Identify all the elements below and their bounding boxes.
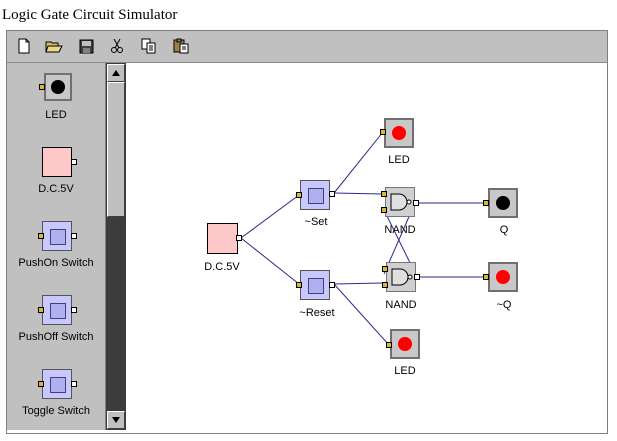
palette-item-label: PushOn Switch (18, 257, 94, 269)
toolbar (7, 31, 607, 63)
power-source-icon (207, 223, 238, 254)
input-pin[interactable] (386, 342, 392, 348)
led-off-indicator (51, 80, 65, 94)
switch-icon (300, 270, 330, 300)
save-icon (79, 39, 93, 53)
window-title: Logic Gate Circuit Simulator (2, 7, 178, 23)
output-pin (71, 381, 77, 387)
dc-label: D.C.5V (204, 261, 240, 273)
output-pin[interactable] (236, 235, 242, 241)
open-icon (45, 41, 63, 53)
palette-item-toggle-switch[interactable]: Toggle Switch (7, 367, 105, 427)
led-on-indicator (398, 337, 412, 351)
nand-gate-icon (386, 262, 416, 292)
cut-icon (111, 38, 123, 53)
palette-item-label: LED (45, 109, 67, 121)
power-source-icon (42, 147, 72, 177)
input-pin[interactable] (382, 282, 388, 288)
switch-button (308, 278, 324, 294)
palette-scrollbar[interactable] (106, 63, 126, 430)
switch-icon (42, 221, 72, 251)
new-icon (18, 38, 30, 54)
output-pin[interactable] (414, 274, 420, 280)
switch-button (50, 303, 66, 319)
led-off-indicator (496, 196, 510, 210)
palette-item-label: D.C.5V (38, 183, 74, 195)
input-pin (39, 84, 45, 90)
led-icon (488, 262, 518, 292)
new-button[interactable] (15, 37, 33, 55)
arrow-down-icon (112, 417, 120, 423)
nand-gate-icon (385, 187, 415, 217)
reset-label: ~Reset (299, 307, 335, 319)
led-icon (44, 73, 72, 101)
led-icon (384, 118, 414, 148)
q-label: Q (499, 224, 509, 236)
set-label: ~Set (304, 216, 328, 228)
wire (333, 192, 385, 195)
input-pin[interactable] (381, 207, 387, 213)
input-pin[interactable] (382, 266, 388, 272)
circuit-canvas[interactable]: D.C.5V ~Set ~Reset LED (127, 63, 607, 430)
input-pin (38, 381, 44, 387)
switch-icon (42, 295, 72, 325)
palette-item-led[interactable]: LED (7, 71, 105, 131)
output-pin (71, 307, 77, 313)
wire (333, 283, 390, 346)
component-palette: LED D.C.5V PushOn Switch PushOff Switch … (7, 63, 106, 430)
wire (240, 237, 300, 285)
switch-icon (300, 180, 330, 210)
switch-button (308, 188, 324, 204)
switch-icon (42, 369, 72, 399)
output-pin[interactable] (329, 282, 335, 288)
wire (240, 194, 300, 239)
save-button[interactable] (77, 37, 95, 55)
led-icon (488, 188, 518, 218)
input-pin[interactable] (483, 274, 489, 280)
wire (333, 282, 385, 285)
nand-top-label: NAND (384, 224, 416, 236)
arrow-up-icon (112, 70, 120, 76)
nand-symbol-icon (390, 193, 412, 211)
not-q-label: ~Q (496, 299, 512, 311)
input-pin[interactable] (296, 282, 302, 288)
input-pin (38, 307, 44, 313)
input-pin (38, 233, 44, 239)
output-pin[interactable] (329, 191, 335, 197)
input-pin[interactable] (483, 200, 489, 206)
wire-layer (240, 131, 484, 346)
palette-item-dc5v[interactable]: D.C.5V (7, 145, 105, 205)
led-icon (390, 329, 420, 359)
input-pin[interactable] (380, 129, 386, 135)
open-button[interactable] (45, 37, 63, 55)
palette-item-pushon-switch[interactable]: PushOn Switch (7, 219, 105, 279)
copy-button[interactable] (140, 37, 158, 55)
scroll-up-button[interactable] (107, 64, 125, 82)
palette-item-label: PushOff Switch (18, 331, 94, 343)
paste-button[interactable] (172, 37, 190, 55)
copy-icon (141, 38, 156, 54)
wire (333, 131, 384, 194)
nand-symbol-icon (391, 268, 413, 286)
led-top-label: LED (388, 154, 410, 166)
output-pin (71, 233, 77, 239)
output-pin (71, 159, 77, 165)
input-pin[interactable] (296, 192, 302, 198)
led-on-indicator (496, 270, 510, 284)
scroll-down-button[interactable] (107, 411, 125, 429)
palette-item-label: Toggle Switch (22, 405, 90, 417)
led-bottom-label: LED (394, 365, 416, 377)
cut-button[interactable] (108, 37, 126, 55)
nand-bottom-label: NAND (385, 299, 417, 311)
input-pin[interactable] (381, 191, 387, 197)
paste-icon (173, 38, 188, 54)
palette-item-pushoff-switch[interactable]: PushOff Switch (7, 293, 105, 353)
switch-button (50, 377, 66, 393)
led-on-indicator (392, 126, 406, 140)
scroll-thumb[interactable] (107, 82, 125, 217)
output-pin[interactable] (413, 200, 419, 206)
switch-button (50, 229, 66, 245)
